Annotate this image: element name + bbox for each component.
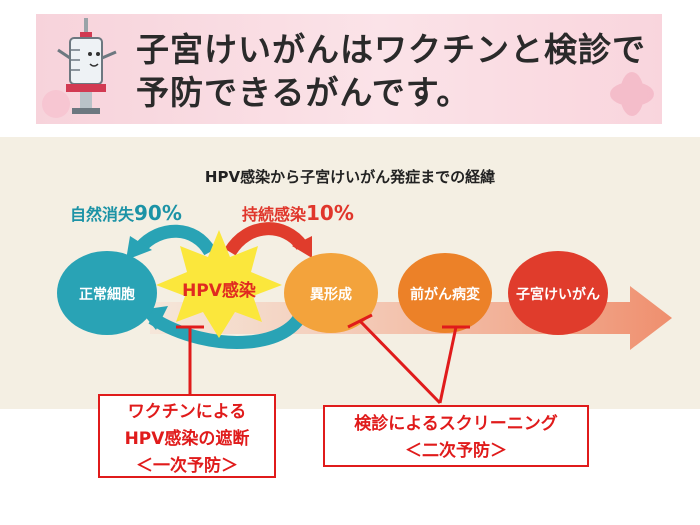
- stage-normal-cells-label: 正常細胞: [79, 286, 135, 303]
- banner-title: 子宮けいがんはワクチンと検診で 予防できるがんです。: [136, 28, 646, 114]
- banner-title-line1: 子宮けいがんはワクチンと検診で: [136, 30, 646, 69]
- stage-normal-cells: 正常細胞: [57, 251, 157, 336]
- primary-prevention-line3: ＜一次予防＞: [136, 456, 238, 476]
- natural-clearance-arrow: [135, 224, 216, 256]
- stage-precancerous-lesion-label: 前がん病変: [410, 286, 480, 303]
- stage-cervical-cancer: 子宮けいがん: [508, 251, 608, 336]
- secondary-prevention-line2: ＜二次予防＞: [405, 441, 507, 461]
- syringe-mascot-icon: [42, 18, 117, 118]
- hpv-starburst-icon: [156, 230, 282, 338]
- persistent-infection-label: 持続感染10%: [242, 201, 354, 225]
- primary-prevention-line1: ワクチンによる: [127, 402, 247, 422]
- persistent-infection-arrow: [224, 222, 308, 256]
- stage-dysplasia-label: 異形成: [310, 286, 352, 303]
- secondary-prevention-callout: 検診によるスクリーニング ＜二次予防＞: [323, 405, 589, 467]
- flower-decoration-icon: [610, 72, 654, 116]
- stage-hpv-infection-label: HPV感染: [182, 281, 256, 301]
- header-banner: 子宮けいがんはワクチンと検診で 予防できるがんです。: [36, 14, 662, 124]
- persistent-infection-text: 持続感染: [242, 205, 307, 224]
- persistent-infection-percent: 10%: [306, 201, 354, 225]
- natural-clearance-label: 自然消失90%: [70, 201, 182, 225]
- diagram-title: HPV感染から子宮けいがん発症までの経緯: [204, 168, 496, 186]
- banner-title-line2: 予防できるがんです。: [136, 73, 471, 112]
- natural-clearance-percent: 90%: [134, 201, 182, 225]
- stage-cervical-cancer-label: 子宮けいがん: [516, 286, 600, 303]
- natural-clearance-text: 自然消失: [70, 205, 135, 224]
- stage-precancerous-lesion: 前がん病変: [398, 251, 492, 336]
- primary-prevention-callout: ワクチンによる HPV感染の遮断 ＜一次予防＞: [98, 394, 276, 478]
- secondary-prevention-line1: 検診によるスクリーニング: [354, 414, 558, 434]
- stage-dysplasia: 異形成: [284, 251, 378, 336]
- primary-prevention-line2: HPV感染の遮断: [124, 429, 250, 449]
